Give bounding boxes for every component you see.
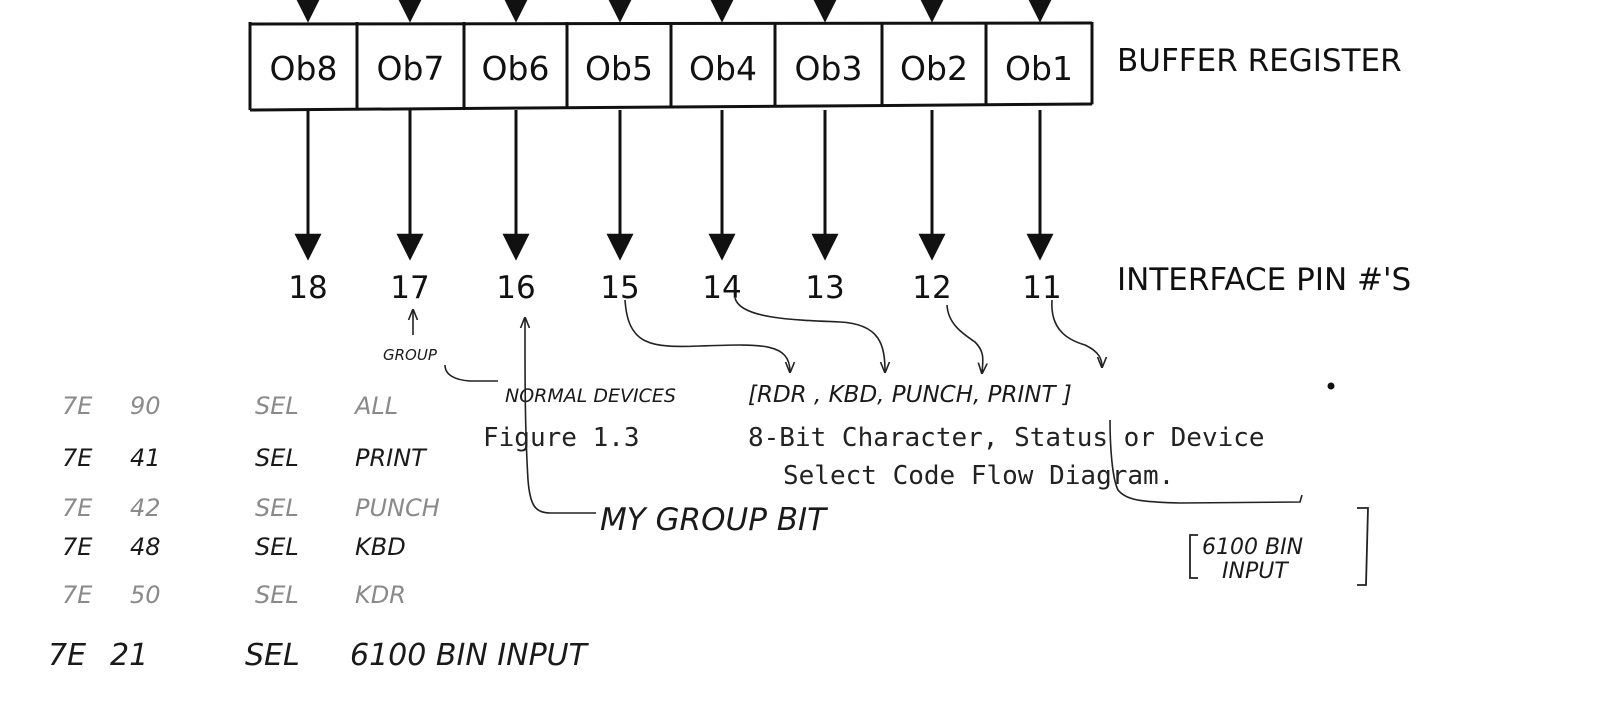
code-row: 7E 48 SEL KBD (62, 533, 406, 561)
code-row: 7E 21 SEL 6100 BIN INPUT (48, 638, 590, 673)
code-value: 42 (130, 494, 161, 522)
incoming-arrows (294, 0, 1054, 23)
pin-17: 17 (390, 270, 429, 306)
code-addr: 7E (62, 444, 93, 472)
caption-line1: 8-Bit Character, Status or Device (748, 423, 1265, 453)
stray-dot (1327, 382, 1335, 390)
code-value: 50 (130, 581, 161, 609)
code-op: SEL (255, 533, 299, 561)
code-value: 21 (110, 638, 148, 673)
bin-input-line1: 6100 BIN (1202, 535, 1303, 560)
interface-pins-label: INTERFACE PIN #'S (1117, 262, 1411, 298)
code-arg: 6100 BIN INPUT (350, 638, 590, 673)
code-op: SEL (255, 444, 299, 472)
code-arg: ALL (353, 392, 398, 420)
code-op: SEL (255, 494, 299, 522)
code-addr: 7E (62, 581, 93, 609)
register-bit-ob8: Ob8 (270, 49, 338, 88)
code-row: 7E 42 SEL PUNCH (62, 494, 440, 522)
register-bit-ob3: Ob3 (795, 49, 863, 88)
register-bit-ob7: Ob7 (377, 49, 445, 88)
device-list-note: [RDR , KBD, PUNCH, PRINT ] (748, 382, 1072, 408)
my-group-bit-note: MY GROUP BIT (600, 502, 828, 538)
figure-number: Figure 1.3 (483, 423, 640, 453)
register-bit-ob6: Ob6 (482, 49, 550, 88)
output-arrows (294, 110, 1054, 261)
pin-12: 12 (912, 270, 951, 306)
code-op: SEL (245, 638, 300, 673)
buffer-register-label: BUFFER REGISTER (1117, 43, 1402, 79)
code-addr: 7E (48, 638, 86, 673)
code-row: 7E 90 SEL ALL (62, 392, 398, 420)
code-addr: 7E (62, 494, 93, 522)
code-arg: KBD (355, 533, 406, 561)
code-row: 7E 41 SEL PRINT (62, 444, 428, 472)
code-value: 48 (130, 533, 161, 561)
pin-13: 13 (805, 270, 844, 306)
register-bit-ob2: Ob2 (900, 49, 968, 88)
pin-to-device-arrows (624, 297, 1102, 373)
code-arg: PUNCH (355, 494, 440, 522)
buffer-register: Ob8 Ob7 Ob6 Ob5 Ob4 Ob3 Ob2 Ob1 (248, 21, 1094, 112)
code-addr: 7E (62, 533, 93, 561)
code-op: SEL (255, 581, 299, 609)
pin-15: 15 (600, 270, 639, 306)
code-arg: PRINT (355, 444, 428, 472)
bin-input-line2: INPUT (1222, 559, 1289, 584)
normal-devices-note: NORMAL DEVICES (505, 385, 676, 407)
code-addr: 7E (62, 392, 93, 420)
code-arg: KDR (355, 581, 406, 609)
register-bit-ob5: Ob5 (585, 49, 653, 88)
code-op: SEL (255, 392, 299, 420)
pin-11: 11 (1022, 270, 1061, 306)
pin-16: 16 (496, 270, 535, 306)
pin-18: 18 (288, 270, 327, 306)
code-row: 7E 50 SEL KDR (62, 581, 406, 609)
group-arrows (413, 310, 1303, 514)
code-value: 90 (130, 392, 161, 420)
figure-caption: Figure 1.3 8-Bit Character, Status or De… (483, 423, 1265, 491)
caption-line2: Select Code Flow Diagram. (783, 461, 1174, 491)
group-note: GROUP (383, 346, 438, 364)
code-value: 41 (130, 444, 161, 472)
register-bit-ob1: Ob1 (1005, 49, 1073, 88)
bin-input-note: 6100 BIN INPUT (1189, 507, 1369, 586)
register-bit-ob4: Ob4 (689, 49, 757, 88)
